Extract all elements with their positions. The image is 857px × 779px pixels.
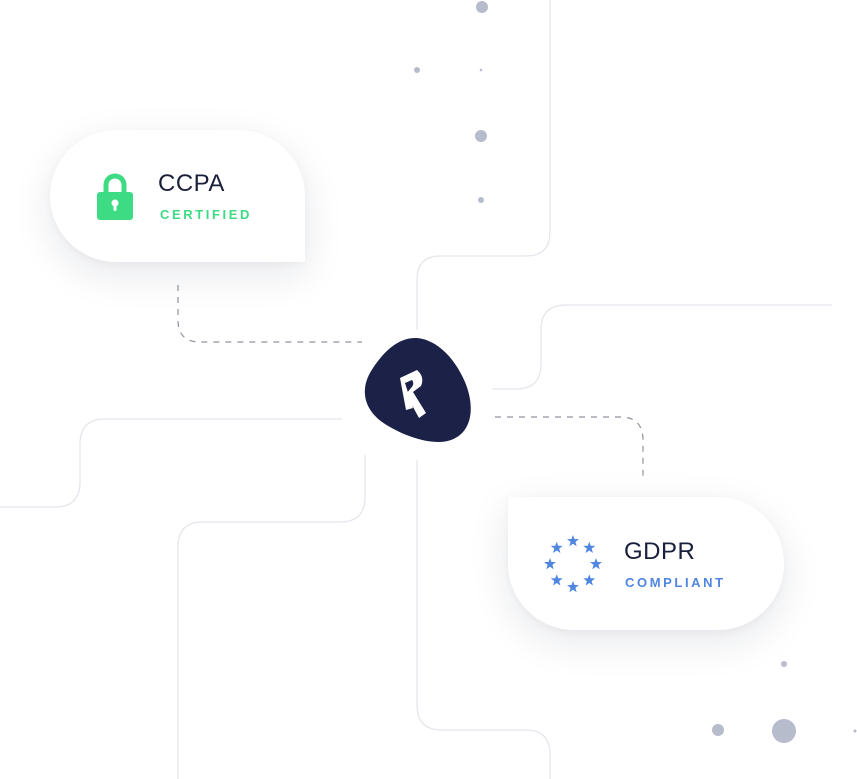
eu-star-icon [544,558,556,570]
eu-star-icon [550,574,563,586]
decor-dot [479,68,483,72]
eu-star-icon [590,558,602,570]
eu-star-icon [567,581,579,593]
decor-dot [478,197,484,203]
gdpr-subtitle: COMPLIANT [625,575,726,590]
eu-stars-icon [544,535,602,593]
dashed-connector-ccpa [177,285,362,343]
gdpr-title: GDPR [624,538,696,565]
decor-dot [475,130,487,142]
rudder-logo-icon [364,338,471,443]
eu-star-icon [550,541,563,554]
ccpa-title: CCPA [158,170,225,197]
ccpa-subtitle: CERTIFIED [160,207,253,222]
padlock-icon [97,173,133,220]
decor-dot [712,724,724,736]
eu-star-icon [583,574,596,586]
circuit-line-bottom [416,460,551,779]
circuit-line-lower-left [177,455,366,779]
eu-star-icon [567,535,579,547]
circuit-line-left [0,418,342,508]
decor-dot [414,67,420,73]
circuit-line-right-upper [492,304,832,390]
circuit-line-top [416,0,551,330]
decor-dot [853,729,857,733]
eu-star-icon [583,541,596,554]
dashed-connector-gdpr [495,416,644,477]
decor-dot [781,661,787,667]
ccpa-card [50,130,305,262]
decor-dot [476,1,488,13]
decor-dot [772,719,796,743]
